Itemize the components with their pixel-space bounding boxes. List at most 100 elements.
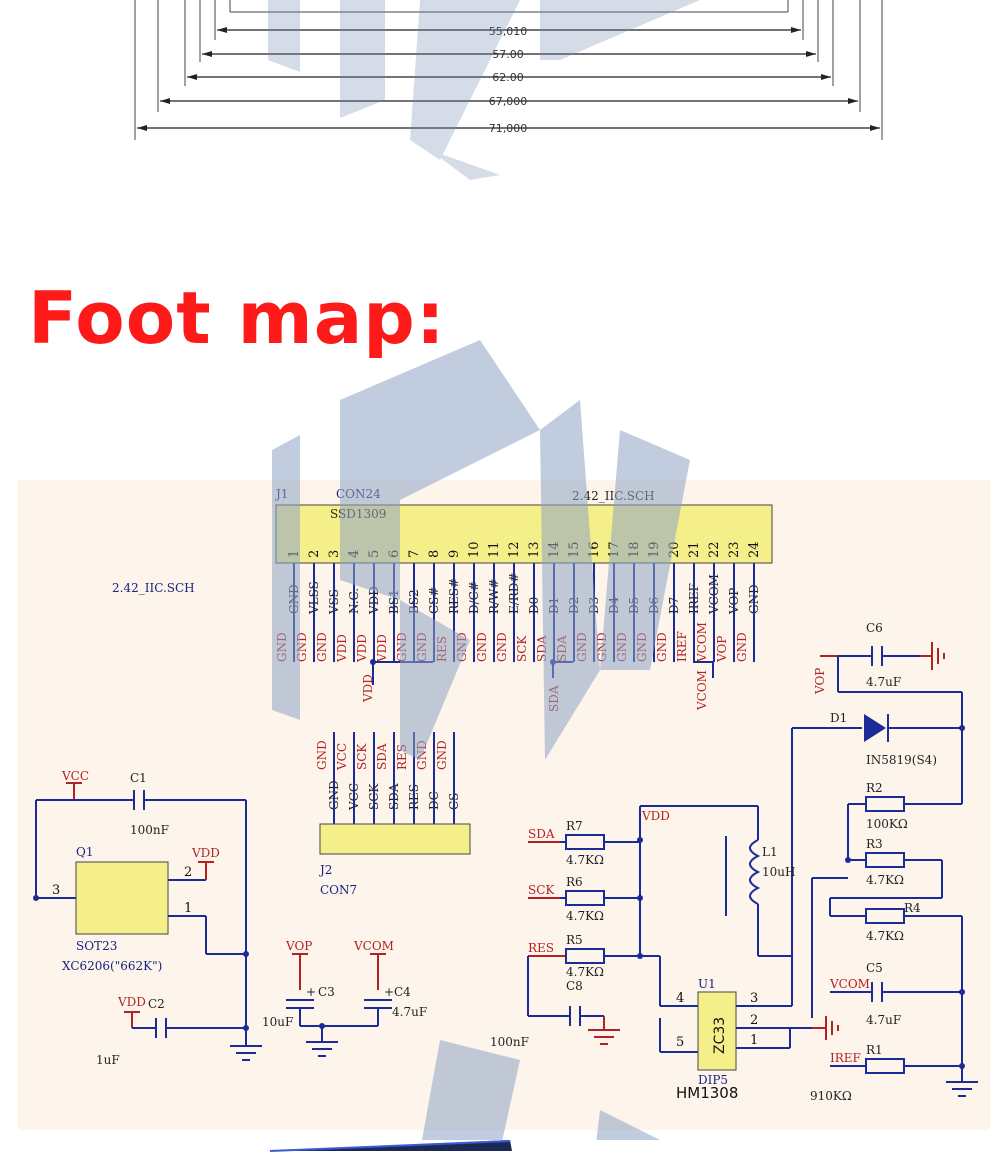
c5-ref: C5 bbox=[866, 961, 883, 975]
c4-value: 4.7uF bbox=[392, 1005, 427, 1019]
r3-value: 4.7KΩ bbox=[866, 873, 904, 887]
c8-ref: C8 bbox=[566, 979, 583, 993]
c3-value: 10uF bbox=[262, 1015, 293, 1029]
j1-pin-number: 23 bbox=[727, 541, 742, 558]
j1-pin-net: GND bbox=[595, 632, 609, 662]
u1-name: HM1308 bbox=[676, 1084, 738, 1102]
r4-value: 4.7KΩ bbox=[866, 929, 904, 943]
j1-part: SSD1309 bbox=[330, 507, 386, 521]
net-vcom-c5: VCOM bbox=[829, 977, 870, 991]
j1-pin-number: 18 bbox=[627, 541, 642, 558]
dimension-label: 67,000 bbox=[489, 95, 528, 108]
j1-pin-number: 22 bbox=[707, 541, 722, 558]
j1-pin-net: GND bbox=[275, 632, 289, 662]
j1-pin-net: GND bbox=[735, 632, 749, 662]
c6-ref: C6 bbox=[866, 621, 883, 635]
r5-value: 4.7KΩ bbox=[566, 965, 604, 979]
j1-pin-number: 12 bbox=[507, 541, 522, 558]
j1-pin-net: GND bbox=[395, 632, 409, 662]
j1-pin-net: GND bbox=[635, 632, 649, 662]
j2-pin-net: RES bbox=[395, 744, 409, 770]
j1-pin-net: VDD bbox=[355, 634, 369, 663]
j1-pin-net: GND bbox=[475, 632, 489, 662]
ground-symbol bbox=[920, 642, 945, 670]
j1-pin-number: 20 bbox=[667, 541, 682, 558]
d1-ref: D1 bbox=[830, 711, 847, 725]
q1-package: SOT23 bbox=[76, 939, 117, 953]
c2-ref: C2 bbox=[148, 997, 165, 1011]
c2-value: 1uF bbox=[96, 1053, 120, 1067]
j1-pin-number: 21 bbox=[687, 541, 702, 558]
u1-pin2: 2 bbox=[750, 1013, 758, 1028]
j1-pin-number: 17 bbox=[607, 541, 622, 558]
q1-part: XC6206("662K") bbox=[62, 959, 162, 973]
q1-pin1: 1 bbox=[184, 901, 192, 916]
net-vop-c3: VOP bbox=[285, 939, 312, 953]
q1-ref: Q1 bbox=[76, 845, 93, 859]
j1-pin-number: 2 bbox=[307, 550, 322, 558]
dimension-label: 62.00 bbox=[492, 71, 524, 84]
net-sda-r7: SDA bbox=[528, 827, 555, 841]
j1-pin-net: GND bbox=[495, 632, 509, 662]
c3-plus: + bbox=[306, 985, 316, 999]
r1-value: 910KΩ bbox=[810, 1089, 852, 1103]
u1-pin5: 5 bbox=[676, 1035, 684, 1050]
net-vcc: VCC bbox=[61, 769, 89, 783]
product-image-edge bbox=[269, 1140, 512, 1152]
c4-ref: C4 bbox=[394, 985, 411, 999]
net-sda: SDA bbox=[547, 685, 561, 712]
ground-symbol bbox=[306, 1026, 338, 1057]
ground-symbol bbox=[946, 1066, 978, 1097]
schematic: J1 CON24 2.42_IIC.SCH SSD1309 1GNDGND2VL… bbox=[18, 480, 990, 1130]
j2-pin-net: GND bbox=[415, 740, 429, 770]
dimension-label: 55,010 bbox=[489, 25, 528, 38]
j1-pin-number: 14 bbox=[547, 541, 562, 558]
dimension-label: 71,000 bbox=[489, 122, 528, 135]
net-vdd-q1: VDD bbox=[191, 846, 220, 860]
u1-ref: U1 bbox=[698, 977, 716, 991]
u1-pin3: 3 bbox=[750, 991, 758, 1006]
l1-ref: L1 bbox=[762, 845, 778, 859]
q1-pin2: 2 bbox=[184, 865, 192, 880]
net-vdd: VDD bbox=[361, 674, 375, 703]
j1-pin-number: 16 bbox=[587, 541, 602, 558]
r6-value: 4.7KΩ bbox=[566, 909, 604, 923]
j2-type: CON7 bbox=[320, 883, 357, 897]
j1-pin-number: 8 bbox=[427, 550, 442, 558]
j1-pin-net: GND bbox=[615, 632, 629, 662]
j1-pin-number: 19 bbox=[647, 541, 662, 558]
j1-pin-net: RES bbox=[435, 636, 449, 662]
j1-pin-number: 15 bbox=[567, 541, 582, 558]
q1-body bbox=[75, 861, 169, 935]
j1-pin-number: 24 bbox=[747, 541, 762, 558]
u1-body bbox=[697, 991, 737, 1071]
c5-value: 4.7uF bbox=[866, 1013, 901, 1027]
net-vcom-c4: VCOM bbox=[353, 939, 394, 953]
j1-pin-net: GND bbox=[455, 632, 469, 662]
net-vcom: VCOM bbox=[695, 670, 709, 711]
l1-value: 10uH bbox=[762, 865, 795, 879]
j1-pin-net: GND bbox=[415, 632, 429, 662]
j1-pin-net: VOP bbox=[715, 636, 729, 663]
j1-pin-net: GND bbox=[315, 632, 329, 662]
c1-ref: C1 bbox=[130, 771, 147, 785]
j1-pin-number: 6 bbox=[387, 550, 402, 558]
j1-pin-number: 11 bbox=[487, 541, 502, 558]
net-vop-top: VOP bbox=[813, 668, 827, 695]
page-title: Foot map: bbox=[28, 276, 446, 360]
j1-pin-net: SCK bbox=[515, 635, 529, 662]
j1-pin-net: GND bbox=[295, 632, 309, 662]
sheet-label: 2.42_IIC.SCH bbox=[112, 581, 195, 595]
u1-package: DIP5 bbox=[698, 1073, 728, 1087]
r3-ref: R3 bbox=[866, 837, 883, 851]
r2-ref: R2 bbox=[866, 781, 883, 795]
j1-pin-net: SDA bbox=[535, 635, 549, 662]
net-iref: IREF bbox=[830, 1051, 861, 1065]
r5-ref: R5 bbox=[566, 933, 583, 947]
j1-ref: J1 bbox=[274, 487, 288, 501]
r1-ref: R1 bbox=[866, 1043, 883, 1057]
j1-pin-net: VCOM bbox=[695, 622, 709, 663]
u1-pin1: 1 bbox=[750, 1033, 758, 1048]
q1-pin3: 3 bbox=[52, 883, 60, 898]
